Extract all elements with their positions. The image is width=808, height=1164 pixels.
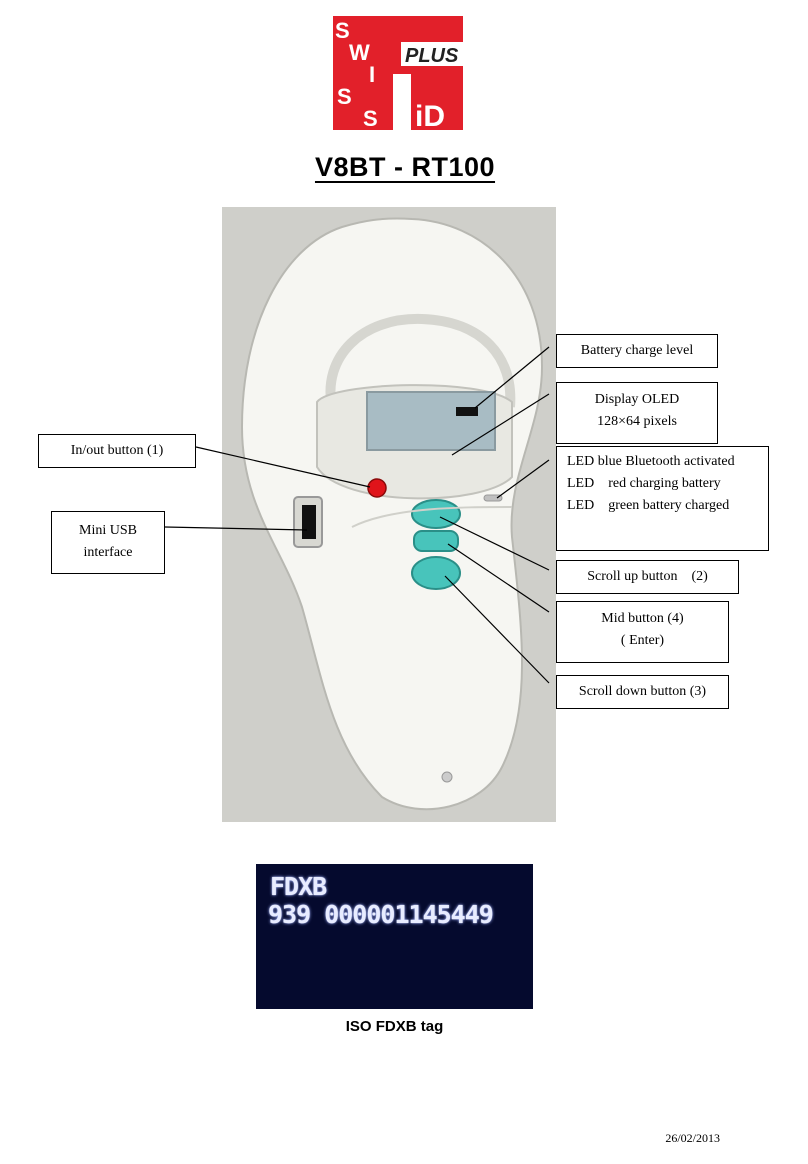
svg-text:S: S <box>337 84 352 109</box>
callout-scroll-down: Scroll down button (3) <box>556 675 729 709</box>
callout-led-status: LED blue Bluetooth activated LED red cha… <box>556 446 769 551</box>
callout-text: In/out button (1) <box>70 443 164 458</box>
callout-text: Scroll up button (2) <box>587 569 708 584</box>
svg-text:iD: iD <box>415 100 445 130</box>
callout-text: Scroll down button (3) <box>578 684 707 699</box>
svg-text:S: S <box>335 18 350 43</box>
callout-text: Mini USB <box>79 523 137 538</box>
oled-line-protocol: FDXB <box>270 872 327 901</box>
page-title: V8BT - RT100 <box>314 152 496 182</box>
callout-display-oled: Display OLED 128×64 pixels <box>556 382 718 444</box>
svg-text:S: S <box>363 106 378 130</box>
oled-screen-photo: FDXB 939 000001145449 <box>256 864 533 1009</box>
callout-text: Battery charge level <box>580 343 694 358</box>
swiss-plus-id-logo: PLUS SWI SS iD <box>333 16 463 130</box>
callout-inout-button: In/out button (1) <box>38 434 196 468</box>
callout-text: 128×64 pixels <box>597 414 677 429</box>
callout-mini-usb: Mini USB interface <box>51 511 165 574</box>
callout-text: ( Enter) <box>620 633 665 648</box>
callout-scroll-up: Scroll up button (2) <box>556 560 739 594</box>
callout-text: LED green battery charged <box>567 498 730 513</box>
svg-text:I: I <box>369 62 375 87</box>
callout-mid-button: Mid button (4) ( Enter) <box>556 601 729 663</box>
callout-text: LED red charging battery <box>567 476 721 491</box>
device-photo <box>222 207 556 822</box>
callout-text: Mid button (4) <box>601 611 684 626</box>
screen-caption: ISO FDXB tag <box>345 1018 444 1035</box>
footer-date: 26/02/2013 <box>665 1131 720 1145</box>
callout-text: Display OLED <box>594 392 680 407</box>
oled-line-tag-number: 939 000001145449 <box>268 900 494 929</box>
callout-text: interface <box>83 545 133 560</box>
svg-text:W: W <box>349 40 370 65</box>
callout-text: LED blue Bluetooth activated <box>567 454 735 469</box>
svg-text:PLUS: PLUS <box>405 45 459 67</box>
callout-battery-charge: Battery charge level <box>556 334 718 368</box>
